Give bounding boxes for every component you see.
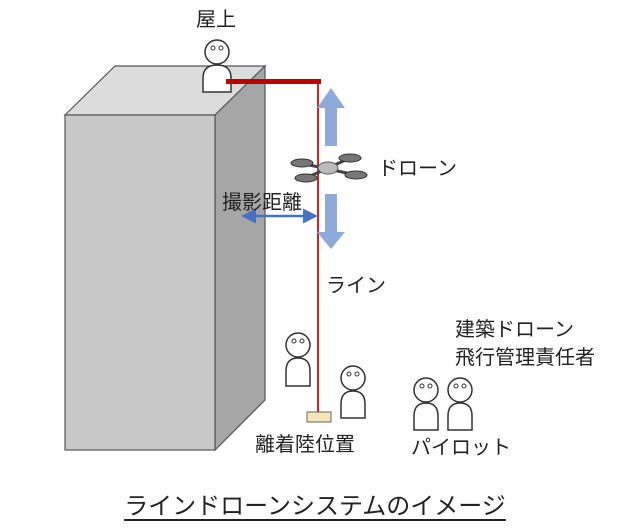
up-arrow-icon xyxy=(317,88,345,146)
pilot-icon xyxy=(447,377,473,431)
drone-icon xyxy=(290,153,368,183)
flight-manager-label-line2: 飛行管理責任者 xyxy=(455,345,595,369)
rooftop-arm xyxy=(226,79,321,84)
person-icon xyxy=(285,332,311,387)
building xyxy=(63,64,267,452)
pilot-label: パイロット xyxy=(411,435,511,459)
landing-pad xyxy=(306,411,332,423)
rooftop-label: 屋上 xyxy=(196,7,236,31)
line-label: ライン xyxy=(326,273,386,297)
shooting-distance-label: 撮影距離 xyxy=(222,190,302,214)
person-icon xyxy=(340,365,366,419)
figure-caption: ラインドローンシステムのイメージ xyxy=(0,486,630,521)
down-arrow-icon xyxy=(317,194,345,249)
figure-caption-text: ラインドローンシステムのイメージ xyxy=(124,492,506,520)
building-side-face xyxy=(214,64,266,452)
landing-position-label: 離着陸位置 xyxy=(255,432,355,456)
flight-manager-label-line1: 建築ドローン xyxy=(455,317,574,341)
building-front-face xyxy=(64,114,216,451)
drone-label: ドローン xyxy=(378,156,457,180)
pilot-icon xyxy=(413,377,439,431)
rooftop-person-icon xyxy=(202,39,232,93)
